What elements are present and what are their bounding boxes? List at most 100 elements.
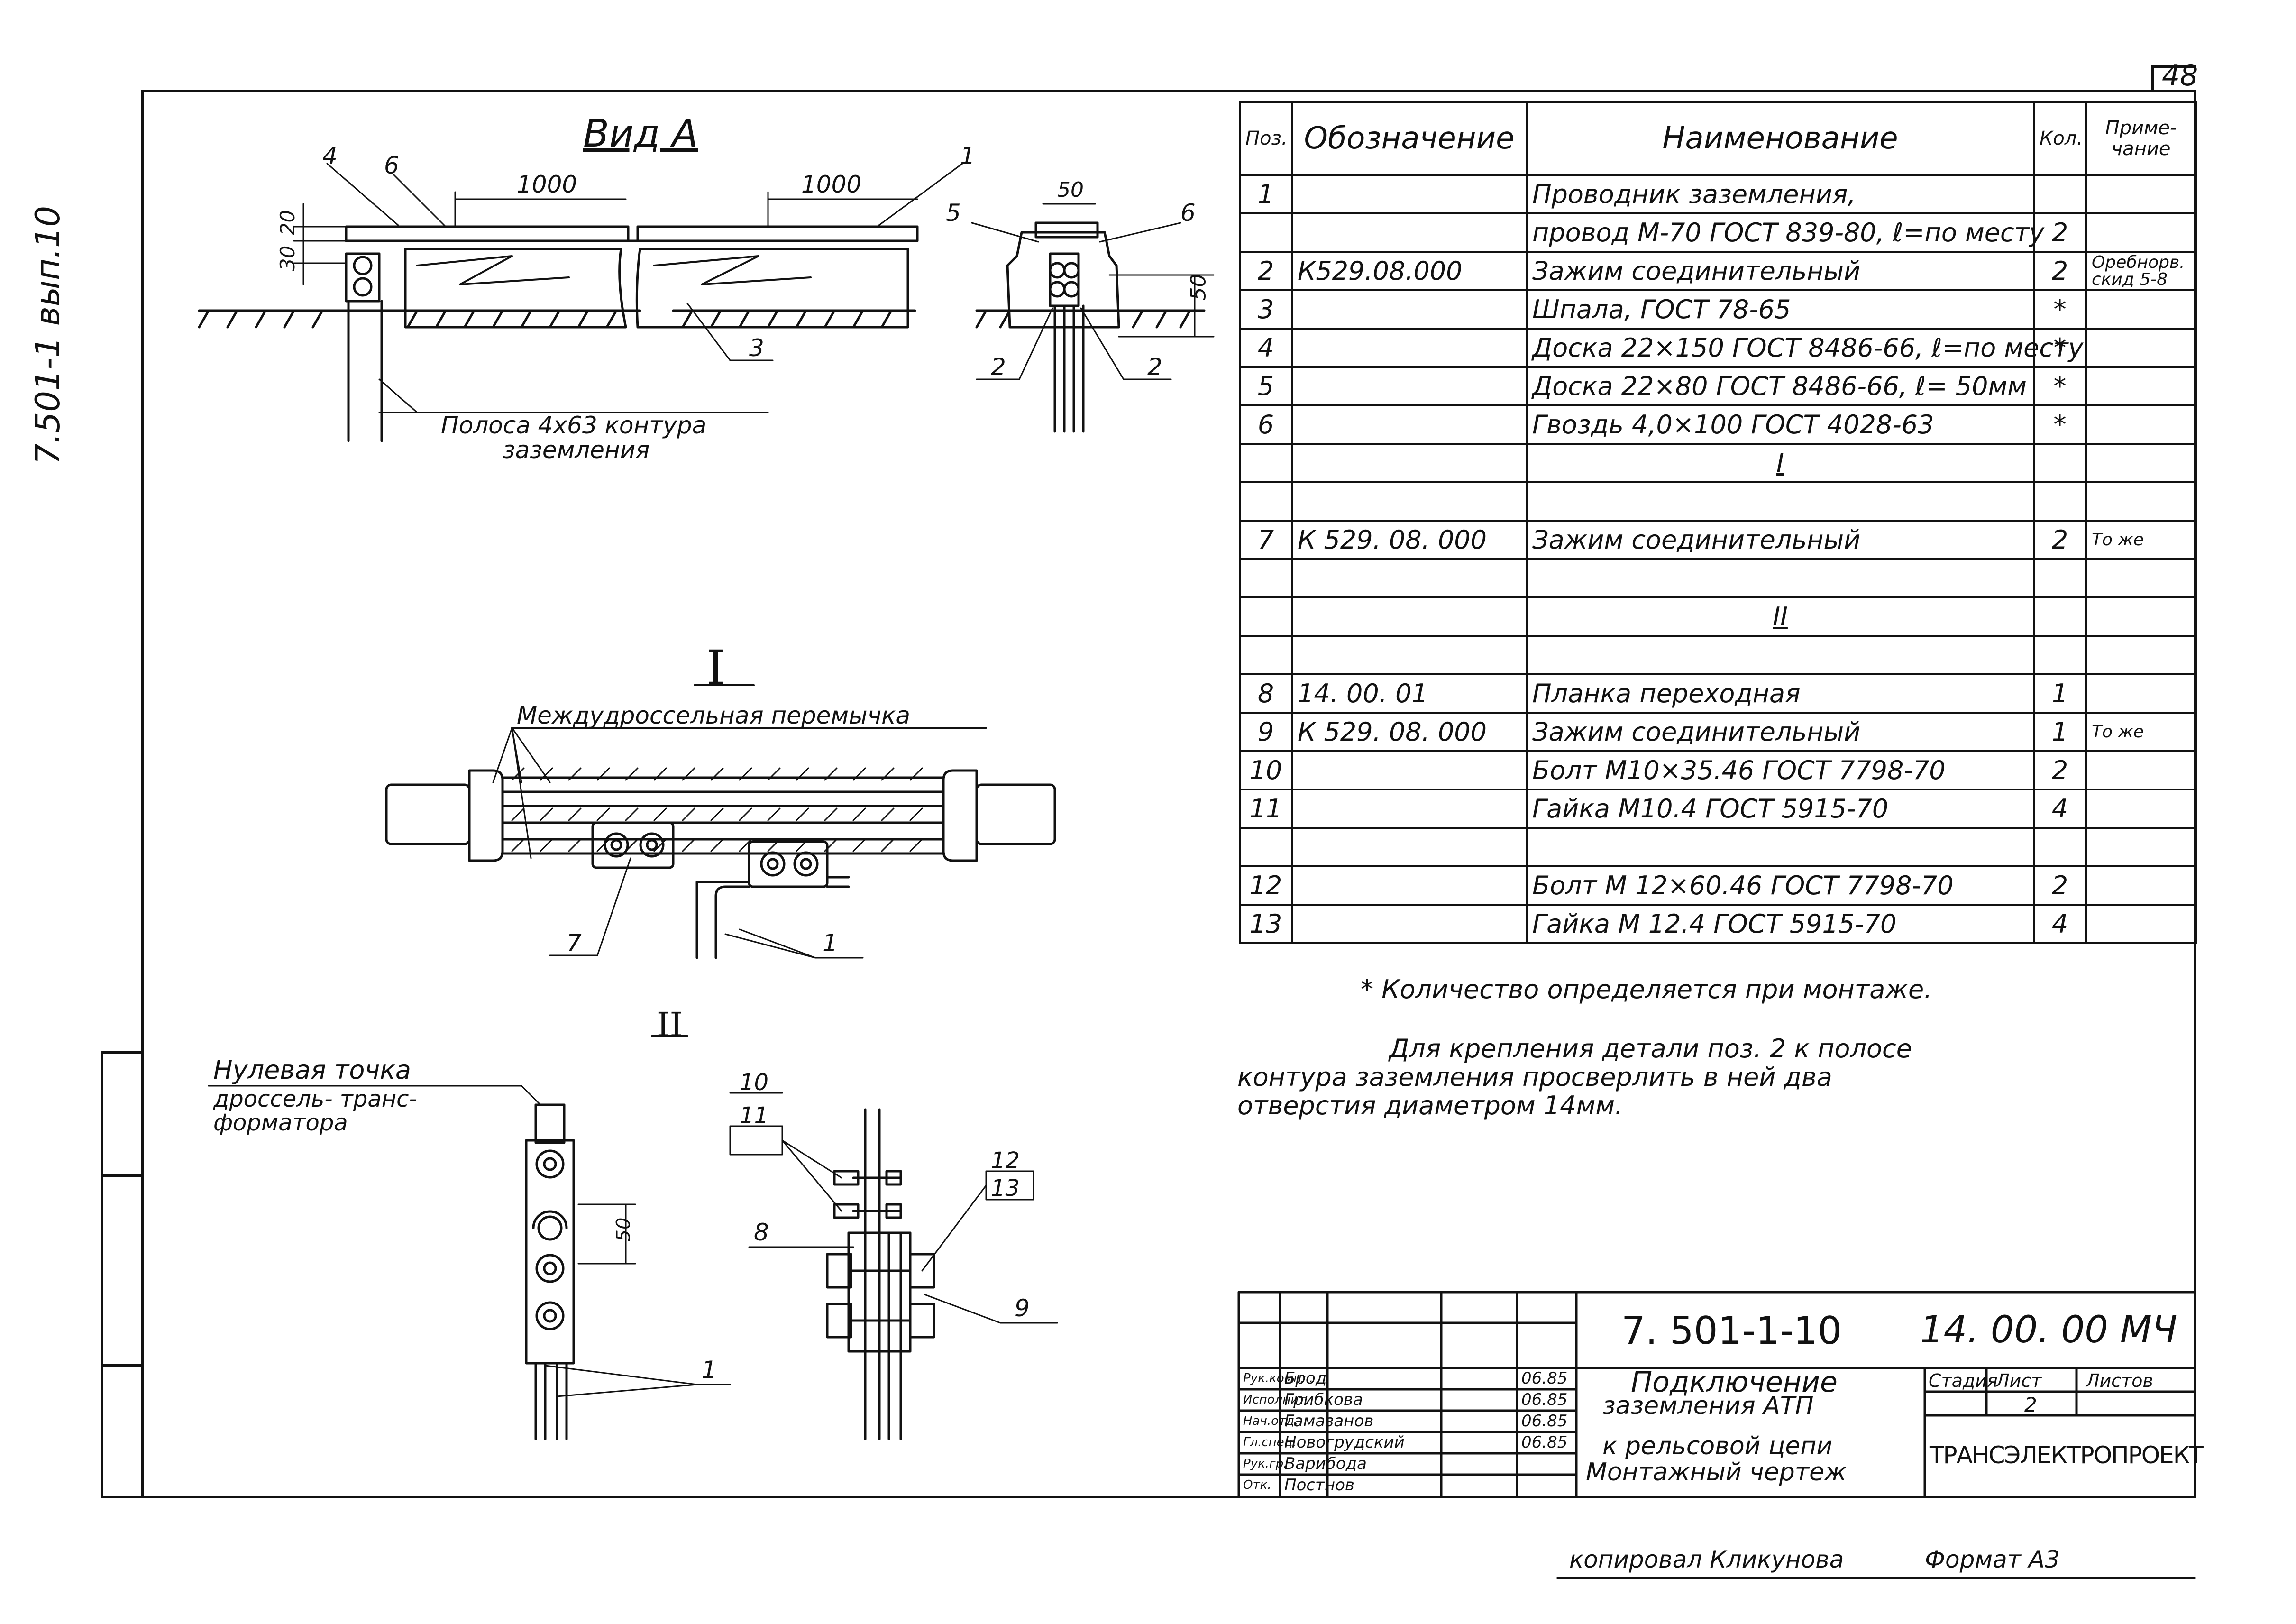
view-i-callout-7: 7 (567, 929, 582, 957)
copied-by: копировал Кликунова (1569, 1546, 1844, 1573)
view-i-callout-1: 1 (823, 929, 838, 957)
row-pos: 10 (1239, 750, 1293, 790)
row-qty (2033, 443, 2087, 483)
row-qty: * (2033, 328, 2087, 368)
zero-point-line2: дроссель- транс- (213, 1086, 417, 1112)
signature-role: Исполнит. (1243, 1393, 1310, 1407)
row-qty (2033, 558, 2087, 598)
row-name: Планка переходная (1526, 673, 2035, 714)
row-qty: 1 (2033, 673, 2087, 714)
sheet-corner-number: 48 (2162, 59, 2198, 92)
row-designation: К529.08.000 (1291, 251, 1528, 291)
row-qty (2033, 481, 2087, 522)
row-name: Гвоздь 4,0×100 ГОСТ 4028-63 (1526, 404, 2035, 445)
signature-role: Гл.спец. (1243, 1435, 1297, 1450)
row-designation (1291, 904, 1528, 944)
row-note: То же (2085, 712, 2197, 752)
row-pos: 5 (1239, 366, 1293, 406)
row-pos (1239, 212, 1293, 253)
callout-10: 10 (740, 1069, 769, 1096)
row-note (2085, 673, 2197, 714)
row-note (2085, 366, 2197, 406)
sheet-label: Лист (1996, 1370, 2042, 1391)
table-header-row: Поз. Обозначение Наименование Кол. Приме… (1239, 101, 2197, 176)
row-qty: 4 (2033, 789, 2087, 829)
row-name (1526, 827, 2035, 867)
row-note (2085, 443, 2197, 483)
row-note (2085, 404, 2197, 445)
row-note (2085, 558, 2197, 598)
row-note (2085, 827, 2197, 867)
row-name: Шпала, ГОСТ 78-65 (1526, 289, 2035, 330)
row-qty: * (2033, 366, 2087, 406)
sheet-format: Формат А3 (1925, 1546, 2060, 1573)
row-note: То же (2085, 520, 2197, 560)
callout-11: 11 (740, 1102, 769, 1129)
callout-6-left: 6 (384, 152, 399, 179)
specification-table: Поз. Обозначение Наименование Кол. Приме… (1239, 101, 2197, 944)
row-name: Проводник заземления, (1526, 174, 2035, 214)
row-note (2085, 596, 2197, 637)
row-designation (1291, 174, 1528, 214)
row-designation (1291, 328, 1528, 368)
row-name: I (1526, 443, 2035, 483)
signature-name: Гамазанов (1284, 1412, 1374, 1431)
callout-3: 3 (749, 334, 764, 362)
row-designation: К 529. 08. 000 (1291, 712, 1528, 752)
table-row (1239, 635, 2197, 675)
dim-20: 20 (276, 210, 300, 236)
dim-50-top: 50 (1057, 178, 1084, 202)
row-name (1526, 635, 2035, 675)
callout-2-right: 2 (1147, 353, 1162, 381)
row-name: Болт М 12×60.46 ГОСТ 7798-70 (1526, 865, 2035, 906)
row-designation (1291, 443, 1528, 483)
row-pos: 7 (1239, 520, 1293, 560)
row-pos: 12 (1239, 865, 1293, 906)
row-designation (1291, 289, 1528, 330)
row-designation (1291, 558, 1528, 598)
header-designation: Обозначение (1291, 101, 1528, 176)
sheets-label: Листов (2086, 1370, 2153, 1391)
note-para-line1: Для крепления детали поз. 2 к полосе (1389, 1034, 1912, 1064)
sheet-value: 2 (2024, 1393, 2037, 1416)
header-pos: Поз. (1239, 101, 1293, 176)
signature-name: Постнов (1284, 1476, 1354, 1495)
row-pos (1239, 481, 1293, 522)
row-designation (1291, 404, 1528, 445)
signature-name: Варибода (1284, 1454, 1367, 1473)
row-designation (1291, 750, 1528, 790)
row-name: II (1526, 596, 2035, 637)
signature-role: Рук.компл. (1243, 1371, 1314, 1385)
row-qty: 4 (2033, 904, 2087, 944)
row-pos (1239, 827, 1293, 867)
view-ii-title: II (657, 1005, 683, 1044)
row-note (2085, 481, 2197, 522)
row-pos: 9 (1239, 712, 1293, 752)
row-pos (1239, 596, 1293, 637)
row-qty (2033, 174, 2087, 214)
dim-30: 30 (276, 245, 300, 271)
row-note: Оребнорв. скид 5-8 (2085, 251, 2197, 291)
callout-5: 5 (946, 199, 961, 227)
row-note (2085, 174, 2197, 214)
dim-1000-right: 1000 (801, 171, 862, 198)
callout-4: 4 (322, 142, 338, 170)
row-pos: 6 (1239, 404, 1293, 445)
row-name: Зажим соединительный (1526, 520, 2035, 560)
row-name (1526, 558, 2035, 598)
row-qty: * (2033, 404, 2087, 445)
view-i-drawing (385, 684, 1056, 959)
row-designation (1291, 481, 1528, 522)
row-designation (1291, 789, 1528, 829)
signature-name: Новогрудский (1284, 1433, 1405, 1452)
organization-name: ТРАНСЭЛЕКТРОПРОЕКТ (1930, 1441, 2204, 1469)
callout-2-left: 2 (991, 353, 1006, 381)
